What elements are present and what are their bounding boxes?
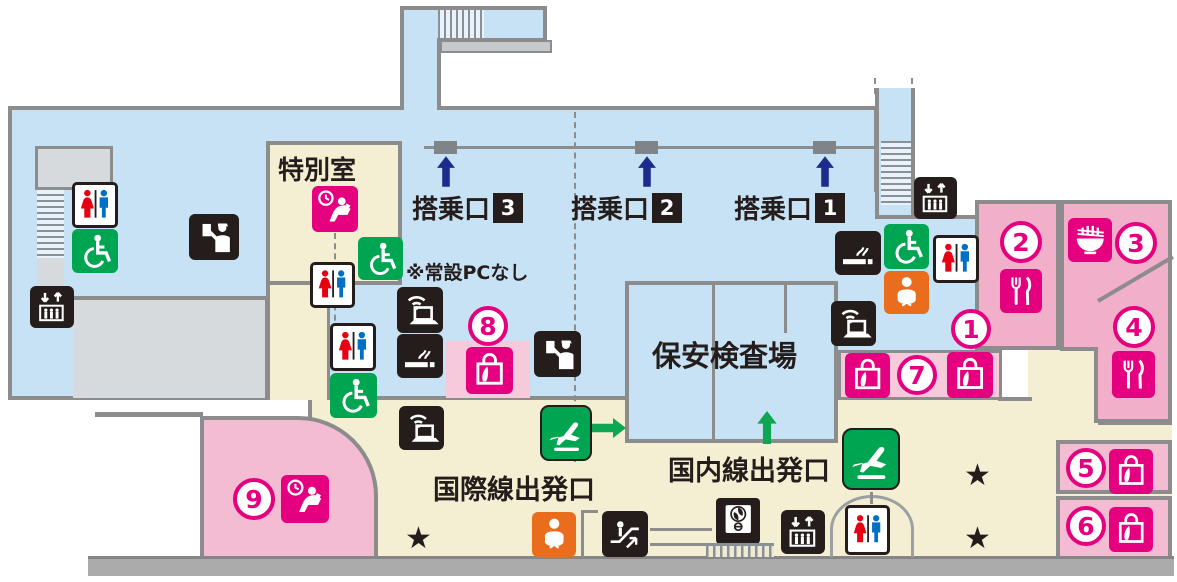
wheelchair-icon — [330, 373, 377, 418]
pc-note-label: ※常設PCなし — [406, 262, 529, 284]
smoking-icon — [397, 334, 443, 378]
escalator-icon — [602, 511, 648, 557]
escalator-rail — [581, 510, 598, 513]
security-divider — [712, 285, 715, 439]
restaurant-icon — [1000, 269, 1042, 313]
star-marker: ★ — [964, 458, 991, 493]
escalator-rail — [650, 543, 712, 546]
lounge-icon — [281, 475, 329, 523]
bridge-corridor — [400, 38, 441, 112]
dome-post — [870, 492, 873, 504]
wall-top-right — [437, 106, 879, 110]
wheelchair-icon — [72, 229, 118, 273]
wall-lobby-left — [308, 396, 312, 420]
bridge-stairs — [438, 10, 484, 38]
noodle-restaurant-icon — [1068, 218, 1112, 262]
vending-fence — [706, 543, 774, 557]
elevator-icon — [30, 286, 74, 328]
corridor-continuation-dash — [874, 78, 876, 94]
wall-lobby-top — [308, 396, 628, 400]
escalator-rail — [650, 528, 712, 531]
wall-bottom-left — [8, 396, 310, 400]
toilet-icon — [845, 505, 890, 555]
spot-5-badge: 5 — [1066, 448, 1106, 488]
gate-number: 3 — [493, 192, 524, 223]
wifi-pc-icon — [397, 287, 443, 333]
wall-area4-bottom — [1098, 421, 1172, 425]
gate-word: 搭乗口 — [734, 195, 813, 225]
wall-left — [8, 106, 12, 400]
wall-top-left — [8, 106, 404, 110]
corridor-continuation-dash — [911, 78, 913, 94]
gate-2-label: 搭乗口 2 — [571, 189, 683, 226]
gate-number: 2 — [652, 192, 683, 223]
spot-4-badge: 4 — [1113, 306, 1155, 348]
star-marker: ★ — [964, 521, 991, 556]
id-check-staff-icon — [534, 331, 581, 377]
international-departure-label: 国際線出発口 — [433, 475, 595, 506]
restaurant-icon — [1112, 351, 1155, 398]
spot-7-badge: 7 — [897, 355, 937, 395]
bottom-wall — [88, 556, 1174, 576]
gate-door-1 — [813, 141, 836, 154]
gate-1-arrow-icon — [816, 156, 834, 187]
gate-door-2 — [635, 141, 658, 154]
security-check-label: 保安検査場 — [652, 339, 798, 373]
elevator-icon — [914, 177, 957, 219]
wheelchair-icon — [358, 237, 403, 280]
security-divider-short — [784, 285, 787, 333]
shopping-bag-icon — [947, 352, 993, 398]
escalator-rail — [581, 510, 584, 557]
id-check-staff-icon — [189, 214, 239, 260]
gate-number: 1 — [815, 192, 846, 223]
gate-door-3 — [434, 141, 457, 154]
wifi-pc-icon — [399, 406, 444, 450]
gate-3-arrow-icon — [437, 156, 455, 187]
left-stairs — [37, 188, 64, 258]
special-room-label: 特別室 — [278, 156, 357, 186]
spot-8-badge: 8 — [468, 306, 508, 346]
medal-vending-machine-icon — [716, 498, 760, 544]
back-room — [73, 296, 269, 398]
domestic-departure-label: 国内線出発口 — [668, 456, 830, 487]
right-corridor-stairs — [881, 141, 911, 205]
international-departure-icon — [540, 405, 592, 461]
gate-word: 搭乗口 — [412, 195, 491, 225]
shopping-bag-icon — [466, 347, 513, 394]
wall-lobby-top-right — [998, 397, 1032, 401]
spot-2-badge: 2 — [1000, 221, 1042, 263]
bridge-ledge — [440, 40, 552, 53]
gate-2-arrow-icon — [638, 156, 656, 187]
right-pocket — [1060, 347, 1098, 423]
zone-dash-line — [574, 112, 576, 462]
baby-room-icon — [532, 512, 576, 557]
security-check-area — [625, 281, 838, 443]
baby-room-icon — [884, 271, 929, 314]
shopping-bag-icon — [1109, 449, 1153, 494]
shopping-bag-icon — [1109, 507, 1153, 552]
gate-1-label: 搭乗口 1 — [734, 189, 846, 226]
elevator-icon — [781, 510, 825, 554]
star-marker: ★ — [405, 521, 432, 556]
security-entry-arrow-icon — [592, 418, 626, 438]
wheelchair-icon — [884, 224, 929, 269]
wifi-pc-icon — [831, 301, 876, 346]
domestic-departure-icon — [842, 428, 900, 490]
spot-9-badge: 9 — [233, 478, 275, 520]
domestic-entry-arrow-icon — [757, 411, 777, 444]
spot-1-badge: 1 — [951, 309, 991, 349]
shopping-bag-icon — [845, 353, 890, 398]
toilet-icon — [310, 262, 355, 308]
lounge-icon — [312, 186, 358, 232]
spot-6-badge: 6 — [1066, 506, 1106, 546]
smoking-icon — [835, 231, 881, 275]
gate-3-label: 搭乗口 3 — [412, 189, 524, 226]
wall-entrance-left — [95, 412, 203, 417]
gate-word: 搭乗口 — [571, 195, 650, 225]
toilet-icon — [72, 182, 118, 228]
toilet-icon — [933, 235, 979, 283]
toilet-icon — [330, 323, 376, 371]
spot-3-badge: 3 — [1115, 222, 1157, 264]
